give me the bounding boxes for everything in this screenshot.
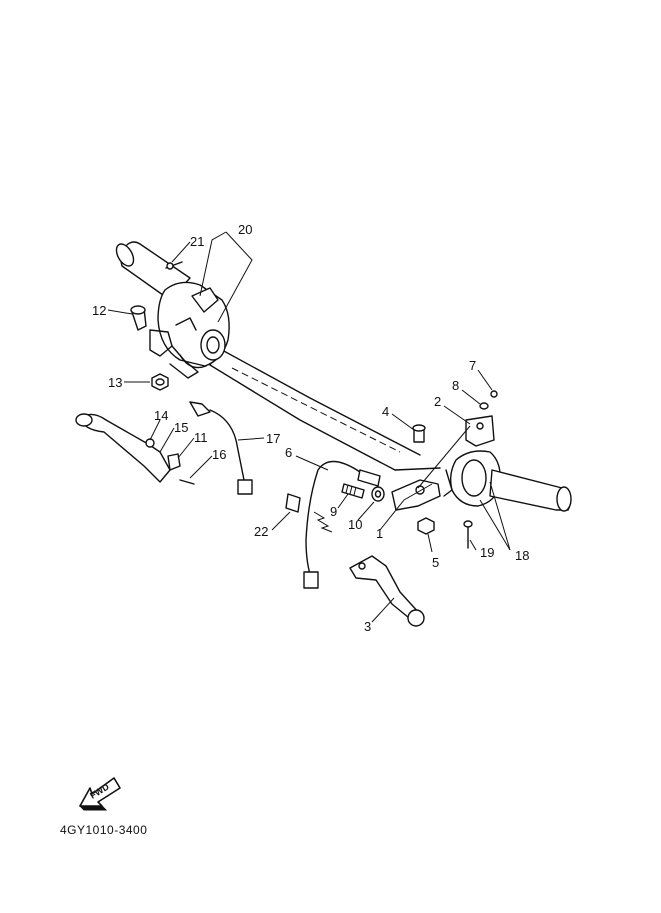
screw-7 (490, 390, 498, 398)
part-label-7: 7 (469, 358, 476, 373)
part-label-21: 21 (190, 234, 204, 249)
brake-lever (349, 555, 425, 627)
screw-16 (179, 479, 195, 485)
part-label-3: 3 (364, 619, 371, 634)
part-label-6: 6 (285, 445, 292, 460)
clutch-lever (75, 413, 181, 483)
spring-22 (285, 493, 333, 533)
diagram-code: 4GY1010-3400 (60, 823, 148, 837)
left-handlebar-switch (157, 281, 230, 369)
part-label-18: 18 (515, 548, 529, 563)
forward-arrow-icon: FWD (78, 777, 121, 811)
right-handlebar-switch (443, 450, 501, 507)
part-label-15: 15 (174, 420, 188, 435)
nut-13 (151, 373, 169, 391)
bolt-4 (412, 424, 426, 443)
clutch-switch-lead-17 (189, 401, 253, 495)
lever-holder-bolt-12 (130, 305, 199, 379)
cable-6 (303, 460, 381, 589)
part-label-9: 9 (330, 504, 337, 519)
part-label-8: 8 (452, 378, 459, 393)
part-label-11: 11 (194, 430, 208, 445)
screw-21 (165, 261, 183, 270)
part-label-22: 22 (254, 524, 268, 539)
part-labels: 20 21 12 13 14 15 11 16 17 6 22 9 10 1 4… (92, 222, 529, 634)
part-label-1: 1 (376, 526, 383, 541)
nut-5 (417, 517, 435, 535)
leader-lines (107, 231, 511, 623)
part-label-2: 2 (434, 394, 441, 409)
part-label-17: 17 (266, 431, 280, 446)
adjuster-9 (341, 483, 365, 499)
handlebar-tube (209, 349, 441, 471)
part-label-4: 4 (382, 404, 389, 419)
part-label-16: 16 (212, 447, 226, 462)
part-label-19: 19 (480, 545, 494, 560)
right-grip (489, 469, 572, 512)
part-label-14: 14 (154, 408, 168, 423)
part-label-5: 5 (432, 555, 439, 570)
washer-8 (479, 402, 489, 410)
part-label-13: 13 (108, 375, 122, 390)
holder-2 (465, 415, 495, 447)
screw-19 (463, 520, 473, 549)
part-label-12: 12 (92, 303, 106, 318)
part-label-20: 20 (238, 222, 252, 237)
part-label-10: 10 (348, 517, 362, 532)
washer-10 (371, 486, 385, 502)
